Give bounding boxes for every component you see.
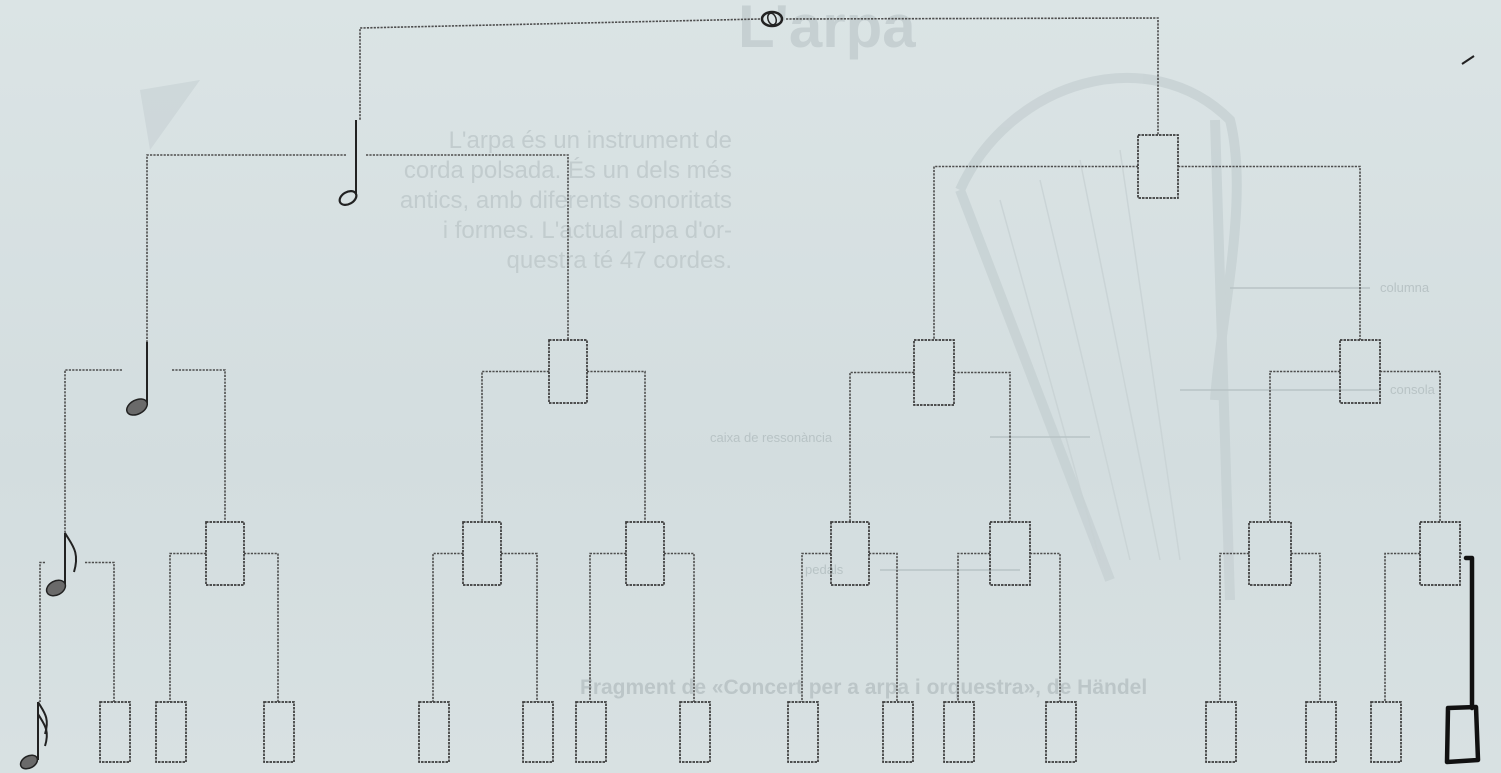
tree-edge <box>869 554 897 703</box>
quarter-note-icon <box>124 342 150 418</box>
whole-note-icon <box>762 12 782 26</box>
node-box-sixteenth <box>419 702 449 762</box>
tree-edge <box>1030 554 1060 703</box>
node-box-eighth <box>1249 522 1291 585</box>
tree-edge <box>360 19 760 120</box>
tree-edge <box>1380 372 1440 523</box>
node-box-quarter <box>914 340 954 405</box>
tree-edge <box>1291 554 1320 703</box>
node-box-sixteenth <box>1046 702 1076 762</box>
node-box-quarter <box>1340 340 1380 403</box>
tree-edge <box>958 554 990 703</box>
stray-pen-mark <box>1462 56 1474 64</box>
tree-edge <box>802 554 831 703</box>
tree-edge <box>850 373 914 523</box>
tree-edge <box>40 563 45 703</box>
tree-edge <box>65 370 122 533</box>
node-box-sixteenth <box>100 702 130 762</box>
tree-edge <box>934 167 1138 341</box>
node-box-quarter <box>549 340 587 403</box>
tree-edge <box>170 554 206 703</box>
tree-edge <box>366 155 568 340</box>
tree-edge <box>1220 554 1249 703</box>
tree-nodes <box>100 135 1460 762</box>
tree-edge <box>85 563 114 703</box>
node-box-sixteenth <box>788 702 818 762</box>
node-box-eighth <box>1420 522 1460 585</box>
tree-edge <box>501 554 537 703</box>
node-box-sixteenth <box>523 702 553 762</box>
node-box-sixteenth <box>264 702 294 762</box>
tree-edge <box>172 370 225 522</box>
node-box-sixteenth <box>883 702 913 762</box>
tree-edge <box>587 372 645 523</box>
sixteenth-note-icon <box>18 702 47 772</box>
highlighted-answer-box <box>1447 558 1478 762</box>
tree-edge <box>147 155 346 342</box>
tree-edge <box>1270 372 1340 523</box>
node-box-sixteenth <box>1206 702 1236 762</box>
tree-edge <box>1385 554 1420 703</box>
node-box-eighth <box>990 522 1030 585</box>
half-note-icon <box>337 120 359 208</box>
tree-edge <box>244 554 278 703</box>
node-box-sixteenth <box>944 702 974 762</box>
node-box-sixteenth <box>1306 702 1336 762</box>
tree-edge <box>482 372 549 523</box>
eighth-note-icon <box>44 533 76 599</box>
node-box-eighth <box>206 522 244 585</box>
node-box-sixteenth <box>1371 702 1401 762</box>
tree-edge <box>954 373 1010 523</box>
tree-edges <box>40 18 1462 702</box>
node-box-half <box>1138 135 1178 198</box>
node-box-eighth <box>463 522 501 585</box>
tree-edge <box>786 18 1158 135</box>
tree-edge <box>590 554 626 703</box>
tree-edge <box>433 554 463 703</box>
node-box-sixteenth <box>680 702 710 762</box>
node-box-eighth <box>626 522 664 585</box>
node-box-sixteenth <box>156 702 186 762</box>
node-box-eighth <box>831 522 869 585</box>
tree-edge <box>664 554 694 703</box>
node-box-sixteenth <box>576 702 606 762</box>
tree-edge <box>1178 167 1360 341</box>
